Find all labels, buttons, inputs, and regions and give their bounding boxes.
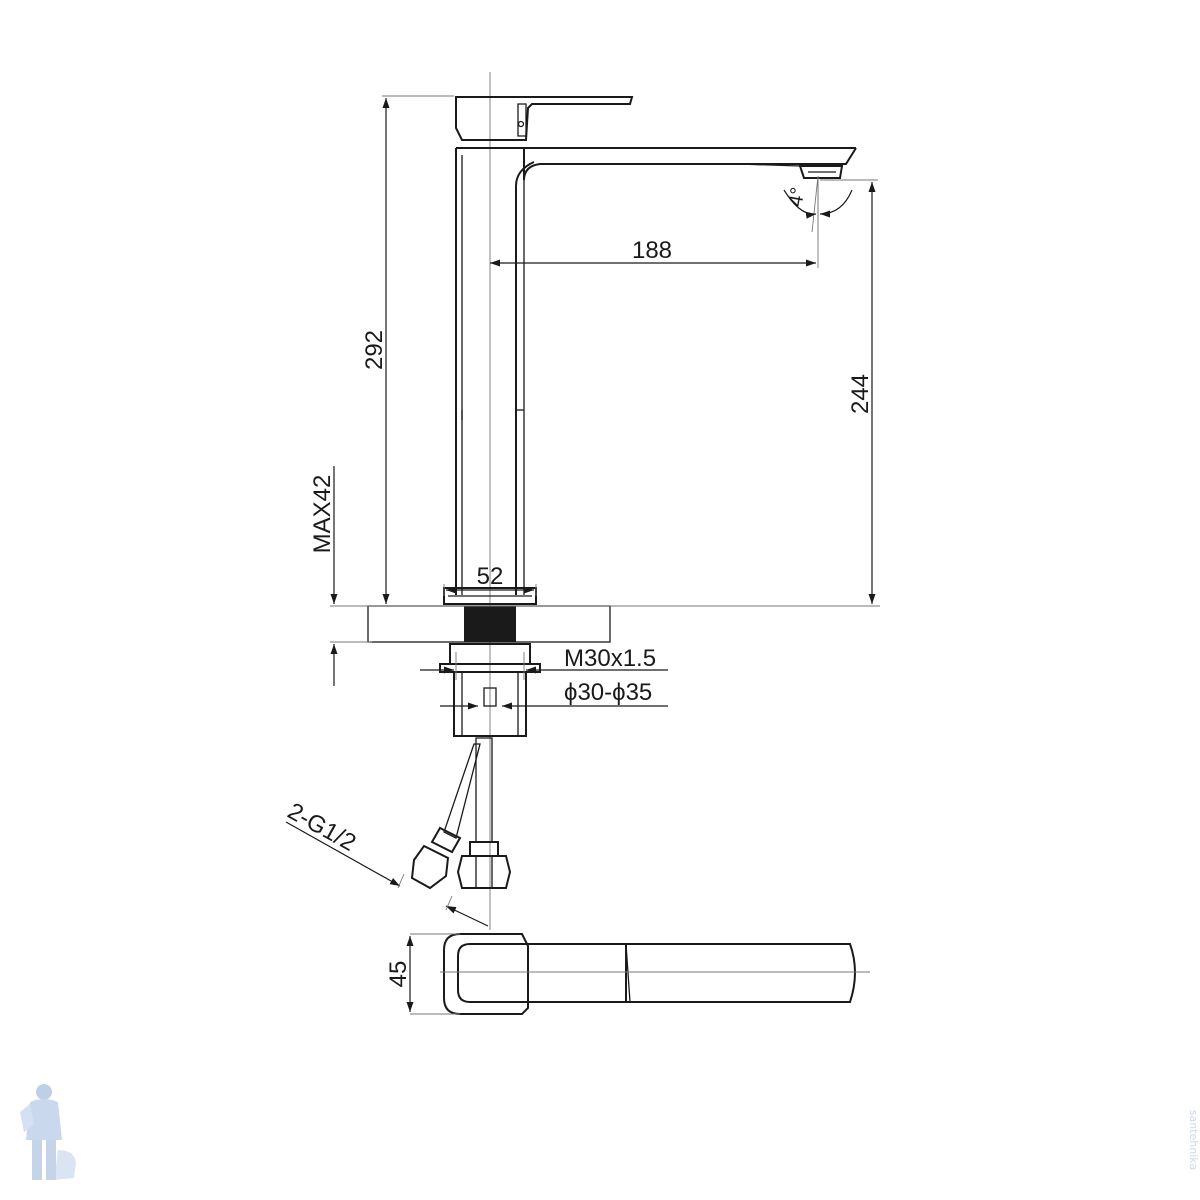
dimension-hose-fitting: 2-G1/2	[283, 798, 489, 927]
dimension-angle: 4°	[783, 175, 853, 240]
dimension-45: 45	[385, 936, 414, 1012]
dim-max-deck-label: MAX42	[309, 475, 336, 554]
dim-height-total-label: 292	[361, 330, 388, 370]
dim-thread-label: M30x1.5	[564, 645, 656, 672]
dim-spout-height-label: 244	[847, 374, 874, 414]
dim-spout-reach-label: 188	[632, 237, 672, 264]
dim-hole-diameter-label: ϕ30-ϕ35	[564, 679, 652, 706]
dimension-hole-diameter: ϕ30-ϕ35	[440, 679, 668, 710]
dimension-188: 188	[490, 180, 819, 268]
dimension-52: 52	[443, 563, 537, 596]
dimension-292: 292	[361, 95, 454, 604]
watermark-side-text: santehnika	[1187, 1110, 1200, 1170]
dim-base-width-label: 52	[477, 563, 504, 590]
top-view	[410, 933, 870, 1015]
dim-aerator-angle-label: 4°	[785, 186, 810, 209]
watermark-logo	[20, 1084, 76, 1180]
dimension-thread: M30x1.5	[420, 645, 668, 680]
dimension-244: 244	[820, 179, 878, 604]
dim-handle-width-label: 45	[385, 961, 412, 988]
dim-hose-fitting-label: 2-G1/2	[283, 798, 360, 857]
mounting-assembly	[439, 643, 541, 737]
dimension-max42: MAX42	[309, 466, 338, 686]
faucet-body	[443, 96, 857, 605]
flex-hoses	[410, 737, 512, 890]
countertop-section	[330, 605, 880, 643]
